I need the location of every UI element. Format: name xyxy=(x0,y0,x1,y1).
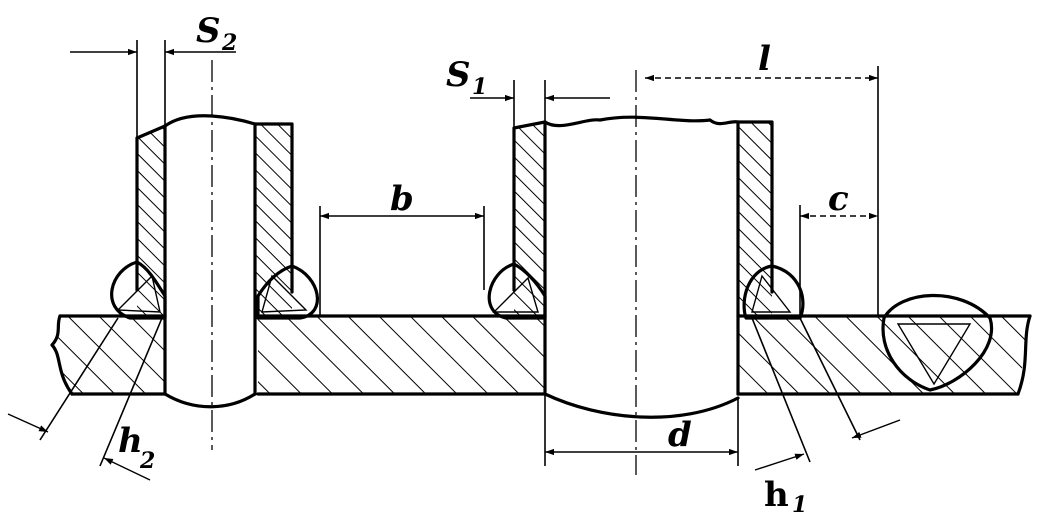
dimension-d: d xyxy=(544,394,739,466)
label-h1-sub: 1 xyxy=(792,492,807,518)
dimension-s2: S 2 xyxy=(70,11,237,138)
dimension-h2: h 2 xyxy=(7,317,163,481)
dimension-c: c xyxy=(799,179,878,316)
label-b: b xyxy=(390,179,414,219)
left-pipe xyxy=(135,60,294,450)
label-s1-main: S xyxy=(446,55,471,95)
label-s2-main: S xyxy=(196,11,221,51)
dimension-l: l xyxy=(645,39,879,316)
base-plate xyxy=(50,314,1032,396)
label-h2-sub: 2 xyxy=(139,448,155,474)
dimension-b: b xyxy=(319,179,485,316)
fillet-welds xyxy=(110,260,805,320)
label-s1-sub: 1 xyxy=(472,74,487,100)
label-h2-main: h xyxy=(118,421,143,461)
dimension-s1: S 1 xyxy=(446,55,610,128)
label-c: c xyxy=(828,179,849,219)
dimension-h1: h 1 xyxy=(751,317,901,518)
butt-weld xyxy=(881,293,994,392)
label-h1-main: h xyxy=(764,475,789,515)
label-d: d xyxy=(668,415,692,455)
label-s2-sub: 2 xyxy=(221,30,237,56)
right-pipe xyxy=(512,70,774,475)
label-l: l xyxy=(758,39,771,79)
